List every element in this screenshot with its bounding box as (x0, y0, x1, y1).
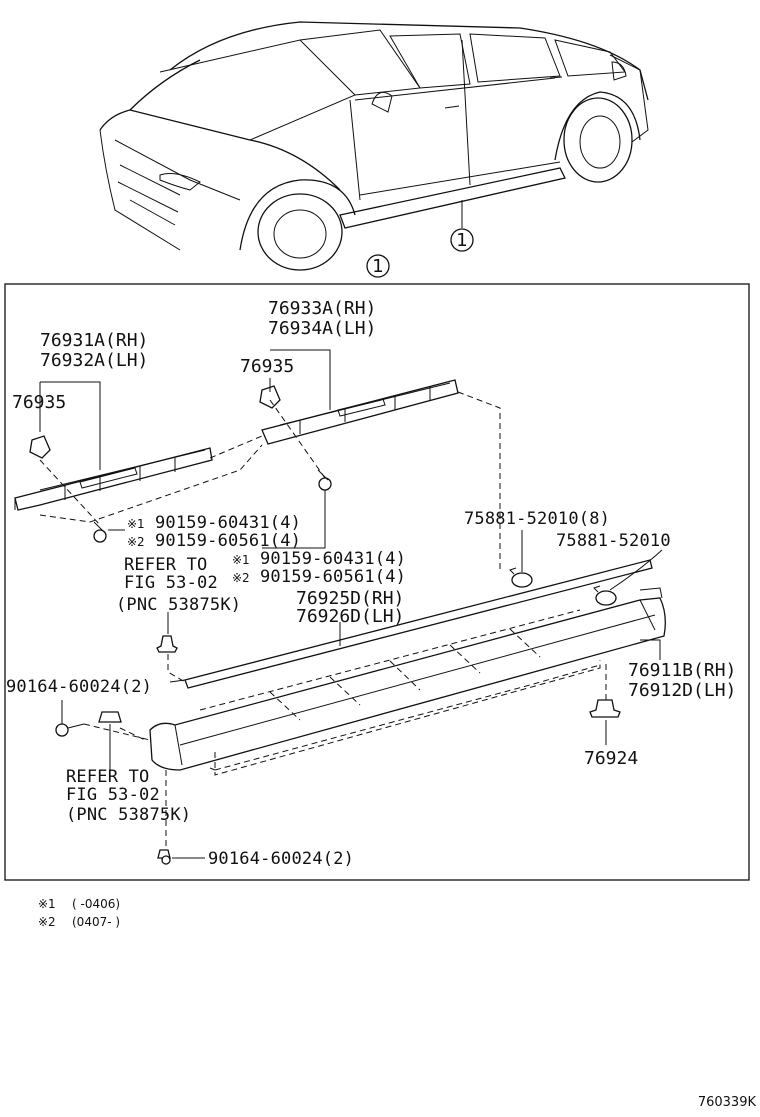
detail-frame (4, 283, 750, 881)
refer-top-line1: REFER TO (124, 555, 207, 575)
label-76911b: 76911B(RH) (628, 660, 736, 681)
label-76924: 76924 (584, 748, 638, 769)
refer-top-line3: (PNC 53875K) (116, 595, 241, 615)
mark-screw-a2: ※2 (127, 535, 145, 549)
clip-refer-top (156, 635, 178, 653)
footnote-1-text: ( -0406) (72, 897, 120, 911)
label-76933a: 76933A(RH) (268, 298, 376, 319)
mark-screw-a1: ※1 (127, 517, 145, 531)
label-76935-right: 76935 (240, 356, 294, 377)
footnote-2-mark: ※2 (38, 915, 56, 929)
refer-top-line2: FIG 53-02 (124, 573, 218, 593)
label-screw-b2: 90159-60561(4) (260, 567, 406, 587)
grommet (98, 711, 122, 723)
label-76931a: 76931A(RH) (40, 330, 148, 351)
label-90164-lower: 90164-60024(2) (208, 849, 354, 869)
label-76934a: 76934A(LH) (268, 318, 376, 339)
label-76925d: 76925D(RH) (296, 588, 404, 609)
screw-90164-upper (55, 723, 85, 737)
screw-middle (317, 469, 332, 491)
figure-code: 760339K (698, 1095, 757, 1110)
footnote-1-mark: ※1 (38, 897, 56, 911)
front-sill-plate (14, 447, 213, 511)
clip-76935-right (259, 385, 281, 409)
screw-90164-lower (157, 849, 171, 865)
screw-left (93, 521, 107, 543)
label-75881-52010-8: 75881-52010(8) (464, 509, 610, 529)
mark-screw-b1: ※1 (232, 553, 250, 567)
label-screw-a1: 90159-60431(4) (155, 513, 301, 533)
clip-75881-b (593, 585, 617, 606)
label-screw-a2: 90159-60561(4) (155, 531, 301, 551)
rear-sill-plate (261, 379, 459, 445)
ref-circle-bottom: 1 (372, 256, 383, 277)
refer-bot-line3: (PNC 53875K) (66, 805, 191, 825)
clip-76924 (589, 699, 621, 718)
rocker-panel (149, 587, 666, 771)
label-screw-b1: 90159-60431(4) (260, 549, 406, 569)
car-outline (99, 21, 649, 278)
refer-bot-line2: FIG 53-02 (66, 785, 160, 805)
label-76926d: 76926D(LH) (296, 606, 404, 627)
refer-bot-line1: REFER TO (66, 767, 149, 787)
mark-screw-b2: ※2 (232, 571, 250, 585)
footnote-2-text: (0407- ) (72, 915, 120, 929)
ref-circle-top: 1 (456, 230, 467, 251)
label-76932a: 76932A(LH) (40, 350, 148, 371)
label-90164-upper: 90164-60024(2) (6, 677, 152, 697)
clip-76935-left (29, 435, 51, 459)
label-76912d: 76912D(LH) (628, 680, 736, 701)
clip-75881-a (509, 567, 533, 588)
label-76935-left: 76935 (12, 392, 66, 413)
label-75881-52010: 75881-52010 (556, 531, 671, 551)
